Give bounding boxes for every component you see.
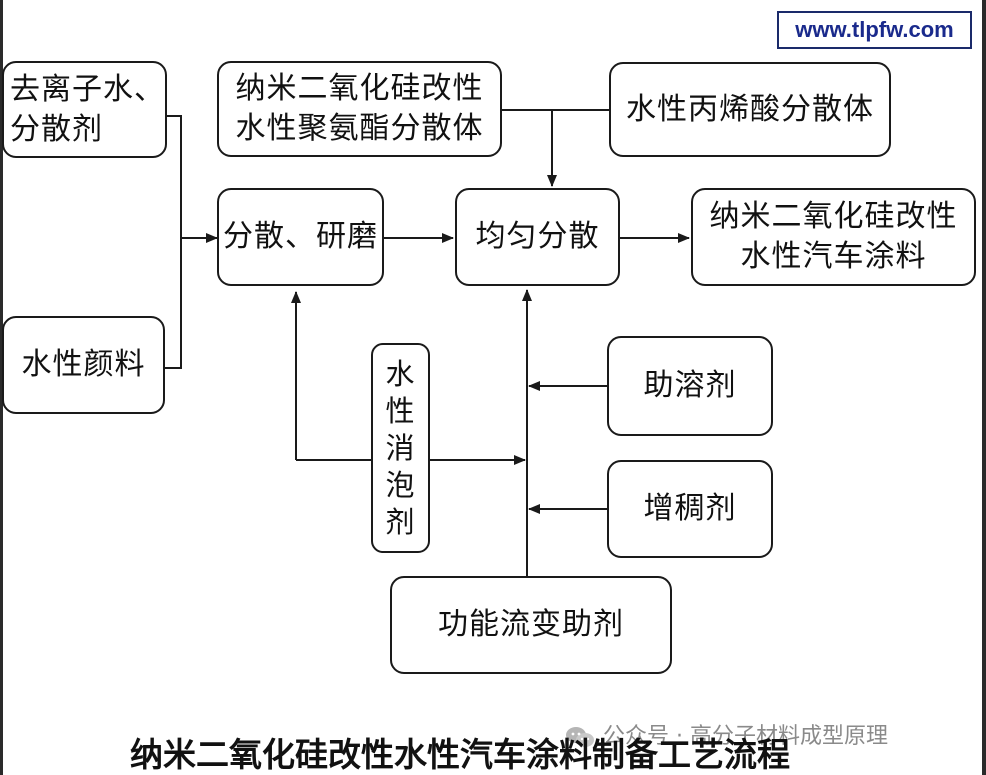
- node-deionized-water-dispersant: 去离子水、 分散剂: [2, 61, 167, 158]
- defoamer-char-4: 泡: [385, 467, 416, 502]
- watermark-url-box: www.tlpfw.com: [777, 11, 972, 49]
- wechat-icon: [566, 727, 594, 747]
- connector-pigment-to-grind: [165, 238, 182, 369]
- diagram-caption: 纳米二氧化硅改性水性汽车涂料制备工艺流程: [130, 735, 790, 774]
- wechat-credit: 公众号 · 高分子材料成型原理: [565, 722, 888, 752]
- node-rheology-additive: 功能流变助剂: [390, 576, 672, 674]
- node-uniform-dispersion: 均匀分散: [455, 188, 620, 286]
- node-waterborne-acrylic-dispersion: 水性丙烯酸分散体: [609, 62, 891, 157]
- node-waterborne-pigment: 水性颜料: [2, 316, 165, 414]
- node-cosolvent: 助溶剂: [607, 336, 773, 436]
- node-final-product-coating: 纳米二氧化硅改性 水性汽车涂料: [691, 188, 976, 286]
- defoamer-char-5: 剂: [385, 504, 416, 539]
- defoamer-char-1: 水: [385, 356, 416, 391]
- defoamer-char-2: 性: [385, 393, 416, 428]
- node-thickener: 增稠剂: [607, 460, 773, 558]
- credit-text: 公众号 · 高分子材料成型原理: [603, 724, 888, 749]
- node-waterborne-defoamer: 水 性 消 泡 剂: [371, 343, 430, 553]
- connector-deionized-to-grind: [167, 115, 182, 238]
- defoamer-char-3: 消: [385, 430, 416, 465]
- node-nano-silica-pu-dispersion: 纳米二氧化硅改性 水性聚氨酯分散体: [217, 61, 502, 157]
- node-disperse-grind: 分散、研磨: [217, 188, 384, 286]
